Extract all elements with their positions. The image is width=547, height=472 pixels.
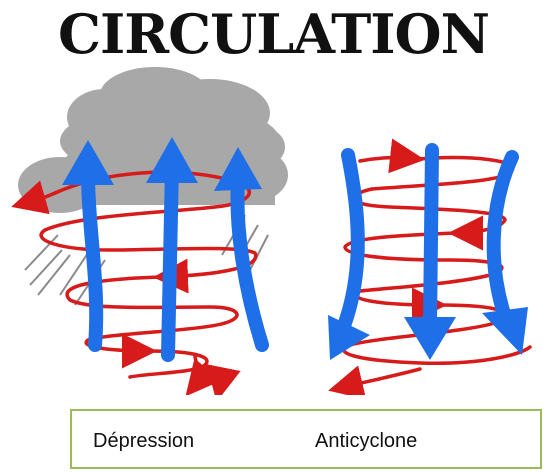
anticyclone-label: Anticyclone: [315, 429, 417, 453]
rain-icon: [25, 215, 268, 305]
circulation-illustration: [0, 55, 547, 395]
anticyclone-diagram: [328, 150, 530, 389]
depression-label: Dépression: [93, 429, 194, 453]
legend-box: Dépression Anticyclone: [70, 409, 542, 469]
depression-diagram: [18, 67, 288, 395]
